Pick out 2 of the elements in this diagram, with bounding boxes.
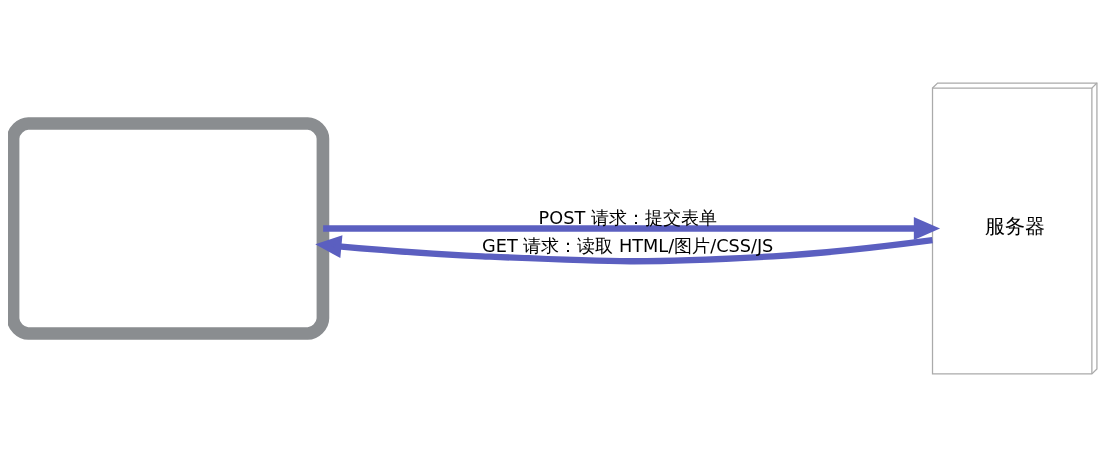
edge-label: GET 请求：读取 HTML/图片/CSS/JS (482, 235, 774, 256)
edge-label: POST 请求：提交表单 (538, 207, 717, 228)
